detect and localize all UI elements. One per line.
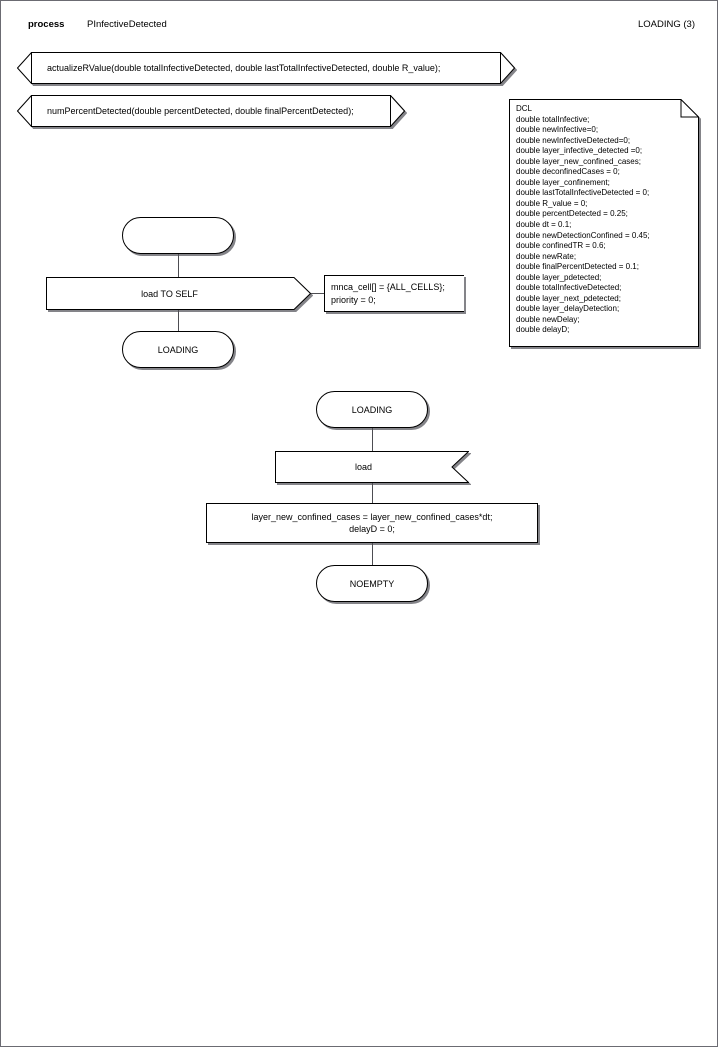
connector-line bbox=[372, 543, 373, 565]
state-label: LOADING bbox=[157, 345, 199, 355]
right-arrow-cap-icon bbox=[390, 95, 405, 127]
state-symbol-noempty[interactable]: NOEMPTY bbox=[316, 565, 428, 602]
output-label: load TO SELF bbox=[141, 289, 198, 299]
signal-declaration-text: actualizeRValue(double totalInfectiveDet… bbox=[47, 63, 441, 73]
signal-declaration-body bbox=[31, 95, 391, 127]
comment-connector-line bbox=[311, 293, 325, 294]
input-symbol[interactable]: load bbox=[275, 451, 469, 483]
comment-symbol[interactable]: mnca_cell[] = {ALL_CELLS}; priority = 0; bbox=[324, 275, 464, 312]
comment-text: mnca_cell[] = {ALL_CELLS}; priority = 0; bbox=[331, 282, 445, 305]
connector-line bbox=[178, 310, 179, 331]
connector-line bbox=[372, 428, 373, 451]
signal-declaration-body bbox=[31, 52, 501, 84]
process-keyword: process bbox=[28, 19, 65, 30]
input-symbol-outline bbox=[275, 451, 469, 483]
task-text: layer_new_confined_cases = layer_new_con… bbox=[251, 512, 493, 534]
connector-line bbox=[372, 483, 373, 503]
input-label: load bbox=[354, 462, 372, 472]
dcl-text-box[interactable]: DCL double totalInfective; double newInf… bbox=[509, 99, 699, 347]
start-state-symbol[interactable] bbox=[122, 217, 234, 254]
left-arrow-cap-icon bbox=[17, 95, 32, 127]
output-symbol-outline bbox=[46, 277, 311, 310]
output-symbol[interactable]: load TO SELF bbox=[46, 277, 311, 310]
left-arrow-cap-icon bbox=[17, 52, 32, 84]
state-label: NOEMPTY bbox=[349, 579, 395, 589]
signal-declaration-symbol[interactable]: numPercentDetected(double percentDetecte… bbox=[17, 95, 405, 127]
process-name: PInfectiveDetected bbox=[87, 19, 167, 30]
task-symbol[interactable]: layer_new_confined_cases = layer_new_con… bbox=[206, 503, 538, 543]
right-arrow-cap-icon bbox=[500, 52, 515, 84]
page-label: LOADING (3) bbox=[637, 19, 695, 30]
signal-declaration-symbol[interactable]: actualizeRValue(double totalInfectiveDet… bbox=[17, 52, 515, 84]
dcl-box-outline-with-folded-corner bbox=[509, 99, 699, 347]
connector-line bbox=[178, 254, 179, 277]
signal-declaration-text: numPercentDetected(double percentDetecte… bbox=[47, 106, 354, 116]
state-symbol-loading[interactable]: LOADING bbox=[316, 391, 428, 428]
state-label: LOADING bbox=[351, 405, 393, 415]
dcl-declarations-text: DCL double totalInfective; double newInf… bbox=[516, 104, 650, 335]
state-symbol-loading[interactable]: LOADING bbox=[122, 331, 234, 368]
